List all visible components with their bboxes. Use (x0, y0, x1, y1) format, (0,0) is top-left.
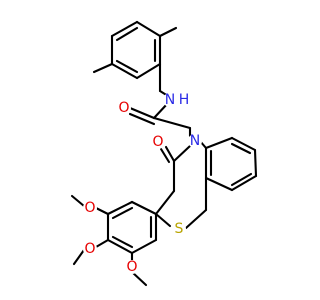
bond (204, 136, 234, 150)
sulfur-label: S (172, 221, 186, 237)
bond (253, 148, 258, 178)
bond (111, 235, 134, 249)
structure-canvas: N H O N O S O O O (70, 20, 258, 287)
bond (172, 144, 192, 163)
bond (110, 62, 139, 80)
bond (154, 212, 172, 228)
atom-nitrogen: N (190, 133, 200, 149)
bond (106, 200, 134, 216)
bond (128, 106, 156, 120)
lactam-oxygen-label: O (151, 134, 165, 150)
bond (135, 62, 162, 80)
amide-oxygen-label: O (117, 100, 131, 116)
bond (230, 174, 258, 192)
bond (110, 20, 139, 38)
bond (130, 238, 158, 255)
atom-hydrogen: H (179, 92, 190, 108)
atom-labels: N H O N O S O O O (83, 92, 202, 275)
atom-sulfur: S (175, 221, 184, 237)
bond (111, 206, 134, 220)
bond (115, 26, 139, 42)
bond (230, 136, 257, 152)
bond (130, 200, 158, 216)
bond (152, 101, 170, 120)
bond (164, 145, 176, 163)
bond (154, 189, 176, 216)
bond (158, 26, 178, 38)
molecule-diagram: N H O N O S O O O (70, 20, 258, 287)
atom-oxygen: O (84, 241, 95, 257)
methoxy-oxygen-2-label: O (83, 241, 97, 257)
atom-oxygen: O (152, 134, 163, 150)
bond (115, 59, 139, 74)
bond (135, 20, 162, 38)
bond (106, 238, 134, 255)
bond (230, 172, 253, 187)
methoxy-oxygen-3-label: O (125, 259, 139, 275)
methoxy-oxygen-1-label: O (83, 200, 97, 216)
atom-oxygen: O (84, 200, 95, 216)
bond (159, 147, 171, 164)
bond (184, 208, 208, 230)
bond (152, 116, 192, 130)
bond (94, 206, 110, 216)
bond (204, 176, 234, 192)
bonds (70, 20, 258, 287)
atom-oxygen: O (126, 259, 137, 275)
atom-nitrogen: N (165, 92, 175, 108)
bond (70, 194, 86, 208)
bond (94, 238, 110, 249)
bond (128, 112, 156, 126)
ring-nitrogen-label: N (188, 133, 202, 149)
amide-nh-label: N H (163, 92, 189, 108)
bond (92, 62, 114, 74)
atom-oxygen: O (118, 100, 129, 116)
bond (72, 248, 86, 266)
bond (230, 142, 252, 155)
bond (130, 270, 148, 287)
